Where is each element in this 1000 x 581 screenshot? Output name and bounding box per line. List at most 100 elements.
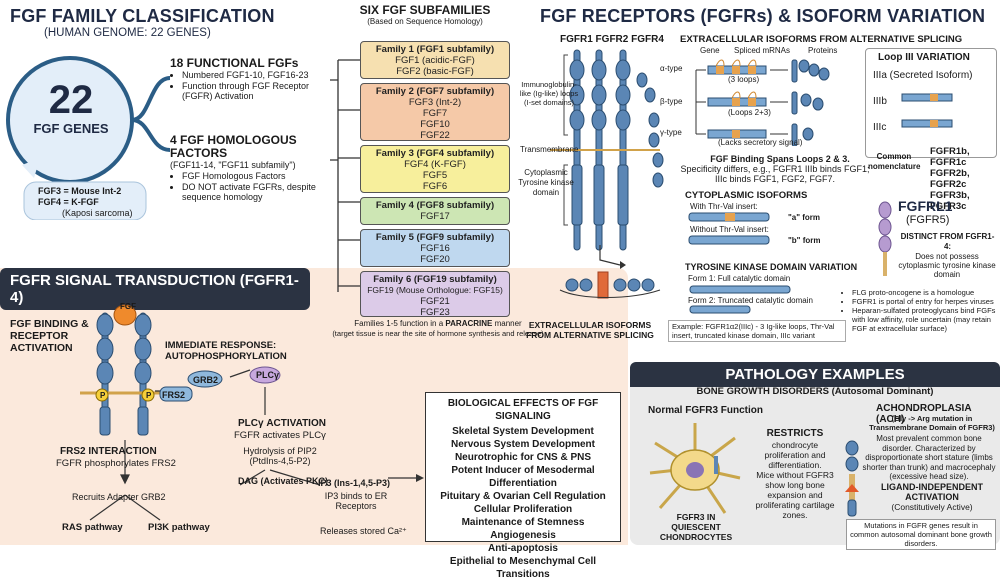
effect-item: Neurotrophic for CNS & PNS (454, 452, 592, 463)
hydrolysis-text: Hydrolysis of PIP2 (PtdIns-4,5-P2) (243, 446, 317, 466)
effect-item: Pituitary & Ovarian Cell Regulation (440, 491, 606, 502)
cyto-shapes (688, 212, 770, 245)
normal-fgfr3: Normal FGFR3 Function (648, 405, 763, 416)
family-member: FGF19 (Mouse Orthologue: FGF15) (367, 285, 503, 295)
recruits-text: Recruits Adapter GRB2 (72, 492, 166, 502)
paracrine-note: Families 1-5 function in a PARACRINE man… (338, 319, 538, 329)
homologous-bullet: FGF Homologous Factors (182, 171, 330, 182)
splice-diagram (695, 59, 830, 146)
note-fgf4: FGF4 = K-FGF (38, 197, 99, 207)
frs2-title: FRS2 INTERACTION (60, 446, 157, 457)
receptors-title: FGF RECEPTORS (FGFRs) & ISOFORM VARIATIO… (540, 6, 986, 26)
transmembrane-label: Transmembrane (520, 145, 579, 154)
plcg-node: PLCγ (256, 370, 280, 380)
family-title: Family 6 (FGF19 subfamily) (373, 274, 497, 285)
signal-diagram (80, 304, 320, 521)
note-item: FGFR1 is portal of entry for herpes viru… (852, 297, 1000, 306)
alpha-note: (3 loops) (728, 75, 760, 84)
tk-form1: Form 1: Full catalytic domain (688, 274, 791, 283)
frs2-text: FGFR phosphorylates FRS2 (56, 458, 176, 469)
restricts-label: RESTRICTS (766, 428, 824, 439)
family-title: Family 3 (FGF4 subfamily) (375, 148, 495, 159)
beta-note: (Loops 2+3) (728, 108, 771, 117)
binding-label: FGF BINDING & RECEPTOR ACTIVATION (10, 318, 89, 354)
pi3k-pathway: PI3K pathway (148, 522, 210, 533)
mutation-note: Mutations in FGFR genes result in common… (846, 519, 996, 550)
homologous-title: 4 FGF HOMOLOGOUS FACTORS (170, 133, 297, 160)
family-5: Family 5 (FGF9 subfamily) FGF16 FGF20 (360, 229, 510, 267)
fgfrl1-title: FGFRL1 (898, 198, 953, 214)
p-right: P (146, 391, 152, 400)
chondrocyte-illustration (649, 423, 741, 514)
gene-count-label: FGF GENES (33, 121, 109, 136)
family-4: Family 4 (FGF8 subfamily) FGF17 (360, 197, 510, 225)
family-3: Family 3 (FGF4 subfamily) FGF4 (K-FGF) F… (360, 145, 510, 193)
family-member: FGF1 (acidic-FGF) (395, 55, 475, 66)
paracrine-text: Families 1-5 function in a (354, 319, 446, 328)
note-item: Heparan-sulfated proteoglycans bind FGFs… (852, 306, 1000, 333)
receptor-diagram (550, 49, 664, 299)
ach-title: ACHONDROPLASIA (ACH) (876, 403, 972, 425)
ext-isoforms-label: EXTRACELLULAR ISOFORMS FROM ALTERNATIVE … (526, 320, 654, 340)
functional-bullet: Function through FGF Receptor (FGFR) Act… (182, 81, 330, 102)
family-member: FGF20 (420, 254, 450, 265)
effects-box: BIOLOGICAL EFFECTS OF FGF SIGNALING Skel… (425, 392, 621, 580)
mice-text: Mice without FGFR3 show long bone expans… (755, 470, 835, 520)
ig-label: Immunoglobulin-like (Ig-like) loops (I-s… (519, 80, 579, 107)
family-bracket (330, 59, 360, 292)
grb2-node: GRB2 (193, 375, 219, 385)
ip3-text: IP3 (Ins-1,4,5-P3) (318, 478, 391, 488)
signal-title: FGFR SIGNAL TRANSDUCTION (FGFR1-4) (0, 268, 310, 310)
fgfrl1-sub: (FGFR5) (906, 214, 950, 226)
fgfrl1-text: Does not possess cytoplasmic tyrosine ki… (898, 252, 996, 279)
family-member: FGF22 (420, 130, 450, 141)
family-member: FGF5 (422, 170, 448, 181)
ach-subtitle: (Gly -> Arg mutation in Transmembrane Do… (869, 414, 995, 432)
subfamilies-title: SIX FGF SUBFAMILIES (359, 3, 491, 17)
effect-item: Nervous System Development (451, 439, 595, 450)
family-member: FGF23 (420, 307, 450, 318)
homologous-subtitle: (FGF11-14, "FGF11 subfamily") (170, 160, 296, 170)
fgfrl1-distinct: DISTINCT FROM FGFR1-4: (900, 232, 995, 251)
effect-item: Cellular Proliferation (473, 504, 573, 515)
mutant-receptor (845, 440, 859, 517)
effect-item: Skeletal System Development (452, 426, 594, 437)
loop3-b: IIIb (873, 96, 887, 107)
functional-title: 18 FUNCTIONAL FGFs (170, 56, 299, 70)
functional-bullet: Numbered FGF1-10, FGF16-23 (182, 70, 330, 81)
effects-arrow (388, 474, 424, 482)
effect-item: Maintenance of Stemness (461, 517, 585, 528)
effect-item: Potent Inducer of Mesodermal Differentia… (451, 465, 595, 489)
ligand-label: LIGAND-INDEPENDENT ACTIVATION (880, 482, 983, 502)
plcg-title: PLCγ ACTIVATION (238, 418, 326, 429)
cyto-with: With Thr-Val insert: (690, 202, 758, 211)
family-member: FGF17 (420, 211, 450, 222)
fgf-ligand: FGF (120, 302, 136, 311)
family-member: FGF7 (422, 108, 448, 119)
col-mrna: Spliced mRNAs (734, 46, 791, 55)
family-list: Family 1 (FGF1 subfamily) FGF1 (acidic-F… (360, 41, 510, 303)
nomenclature-label: Common nomenclature (868, 152, 921, 171)
col-gene: Gene (700, 46, 720, 55)
tk-shapes (689, 285, 791, 314)
gamma-note: (Lacks secretory signal) (718, 138, 803, 147)
nomenclature-list: FGFR1b, FGFR1c FGFR2b, FGFR2c FGFR3b, FG… (930, 146, 1000, 212)
binding-text: Specificity differs, e.g., FGFR1 IIIb bi… (680, 164, 870, 184)
note-kaposi: (Kaposi sarcoma) (62, 208, 133, 218)
family-title: Family 5 (FGF9 subfamily) (375, 232, 495, 243)
quiescent-label: FGFR3 IN QUIESCENT CHONDROCYTES (659, 512, 733, 542)
family-title: Family 1 (FGF1 subfamily) (375, 44, 495, 55)
ligand-subtitle: (Constitutively Active) (891, 502, 973, 512)
splice-title: EXTRACELLULAR ISOFORMS FROM ALTERNATIVE … (680, 34, 963, 45)
loop3-c: IIIc (873, 122, 887, 133)
paracrine-keyword: PARACRINE (445, 319, 493, 328)
family-member: FGF16 (420, 243, 450, 254)
immediate-label: IMMEDIATE RESPONSE: AUTOPHOSPHORYLATION (165, 340, 287, 362)
pathology-subtitle: BONE GROWTH DISORDERS (Autosomal Dominan… (696, 386, 934, 397)
receptor-labels: FGFR1 FGFR2 FGFR4 (560, 34, 664, 45)
classification-subtitle: (HUMAN GENOME: 22 GENES) (44, 27, 211, 39)
gene-count: 22 (48, 78, 94, 122)
binding-title: FGF Binding Spans Loops 2 & 3. (710, 154, 850, 164)
pathology-title: PATHOLOGY EXAMPLES (630, 362, 1000, 387)
family-1: Family 1 (FGF1 subfamily) FGF1 (acidic-F… (360, 41, 510, 79)
